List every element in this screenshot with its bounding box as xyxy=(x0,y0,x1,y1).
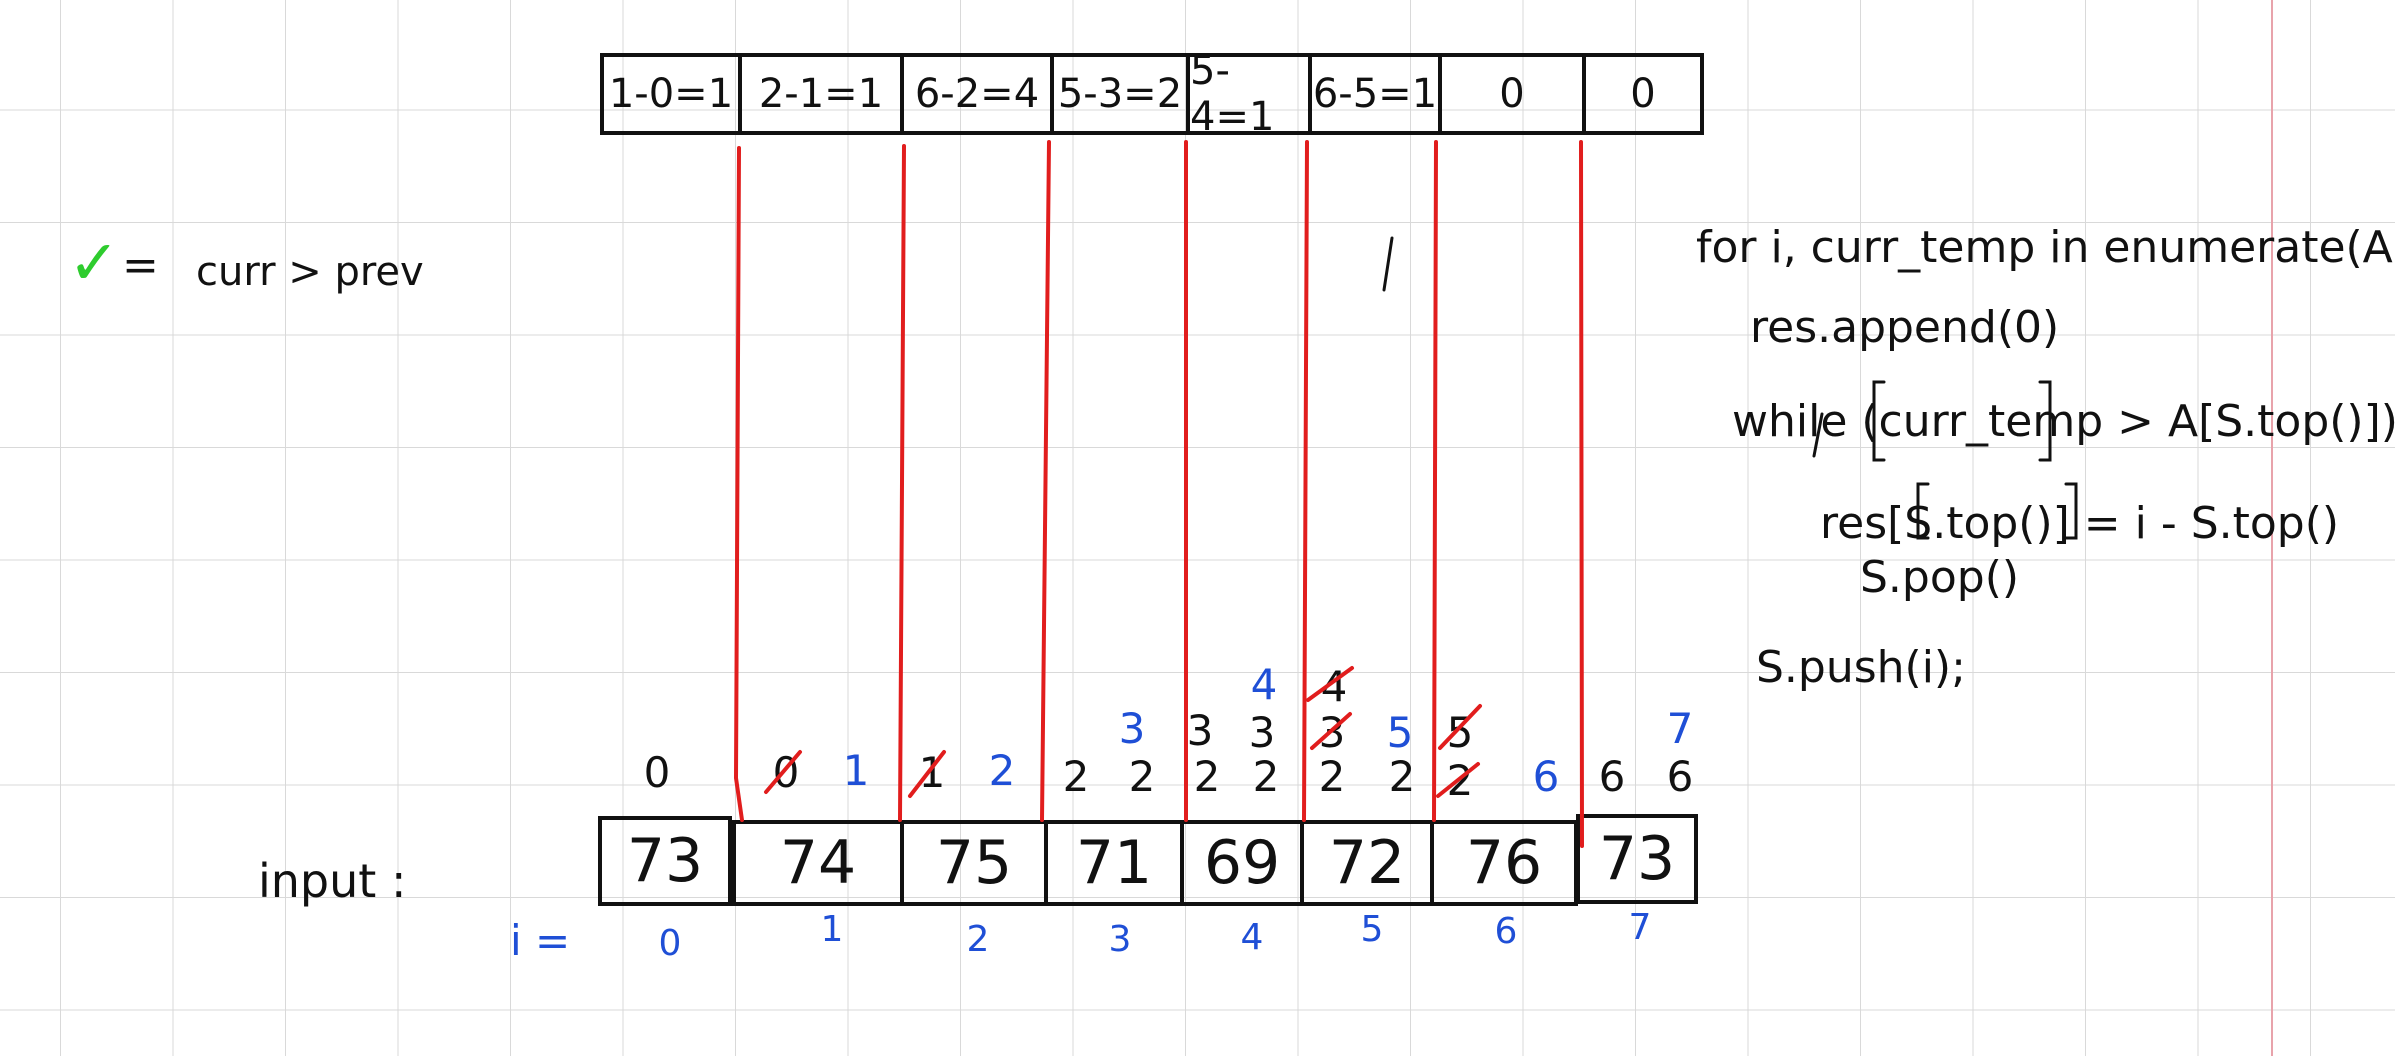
stack-mark: 1 xyxy=(842,746,870,795)
input-cell-text: 73 xyxy=(1598,824,1676,894)
stack-mark: 2 xyxy=(1252,752,1280,801)
legend-equals: = xyxy=(122,240,159,291)
input-cell: 75 xyxy=(900,820,1048,906)
input-cell: 73 xyxy=(598,816,732,906)
code-line: while (curr_temp > A[S.top()]): xyxy=(1732,396,2395,447)
connector-line xyxy=(1432,140,1438,822)
stack-mark: 3 xyxy=(1186,706,1214,755)
stack-mark: 3 xyxy=(1118,704,1146,753)
stack-mark: 2 xyxy=(1128,752,1156,801)
result-cell: 0 xyxy=(1438,53,1586,135)
result-cell: 1-0=1 xyxy=(600,53,742,135)
result-cell: 0 xyxy=(1582,53,1704,135)
result-cell: 5-4=1 xyxy=(1186,48,1312,140)
input-cell: 74 xyxy=(732,820,904,906)
input-cell-text: 75 xyxy=(935,828,1013,898)
stack-mark: 0 xyxy=(772,748,800,797)
stack-mark: 1 xyxy=(918,748,946,797)
result-cell: 2-1=1 xyxy=(738,53,904,135)
input-cell-text: 76 xyxy=(1465,828,1543,898)
stack-mark: 2 xyxy=(1446,756,1474,805)
stack-mark: 2 xyxy=(1062,752,1090,801)
index-number: 6 xyxy=(1494,911,1518,952)
connector-line xyxy=(1579,140,1584,848)
input-cell: 72 xyxy=(1300,820,1434,906)
stack-mark: 2 xyxy=(988,746,1016,795)
stack-mark: 5 xyxy=(1446,708,1474,757)
code-line: S.push(i); xyxy=(1756,642,1966,693)
input-label: input : xyxy=(258,854,407,908)
index-number: 2 xyxy=(966,919,990,960)
connector-line xyxy=(733,146,744,822)
stack-mark: 3 xyxy=(1318,708,1346,757)
index-number: 5 xyxy=(1360,909,1384,950)
input-cell: 71 xyxy=(1044,820,1184,906)
connector-line xyxy=(1040,140,1051,822)
index-number: 3 xyxy=(1108,919,1132,960)
stack-mark: 4 xyxy=(1250,660,1278,709)
result-cell-text: 0 xyxy=(1499,71,1525,117)
stack-mark: 4 xyxy=(1320,662,1348,711)
result-cell-text: 6-5=1 xyxy=(1312,71,1438,117)
connector-line xyxy=(898,144,906,822)
result-cell: 5-3=2 xyxy=(1050,53,1190,135)
code-line: res[S.top()] = i - S.top() xyxy=(1820,498,2340,549)
input-cell-text: 74 xyxy=(779,828,857,898)
index-number: 0 xyxy=(658,923,682,964)
page-margin-line xyxy=(2271,0,2273,1056)
result-cell-text: 2-1=1 xyxy=(758,71,884,117)
connector-line xyxy=(1302,140,1309,822)
code-line: for i, curr_temp in enumerate(A): xyxy=(1696,222,2395,273)
stack-mark: 2 xyxy=(1388,752,1416,801)
stack-mark: 7 xyxy=(1666,704,1694,753)
result-cell-text: 1-0=1 xyxy=(608,71,734,117)
index-label: i = xyxy=(510,916,571,965)
code-line: res.append(0) xyxy=(1750,302,2060,353)
stack-mark: 2 xyxy=(1193,752,1221,801)
stack-mark: 6 xyxy=(1598,752,1626,801)
stack-mark: 6 xyxy=(1532,752,1560,801)
stack-mark: 0 xyxy=(643,748,671,797)
input-cell: 69 xyxy=(1180,820,1304,906)
result-cell-text: 5-4=1 xyxy=(1190,48,1275,140)
legend-text: curr > prev xyxy=(196,249,424,295)
input-cell-text: 71 xyxy=(1075,828,1153,898)
index-number: 1 xyxy=(820,909,844,950)
stack-mark: 6 xyxy=(1666,752,1694,801)
code-brackets xyxy=(1382,236,2078,540)
result-cell-text: 6-2=4 xyxy=(914,71,1040,117)
result-cell-text: 5-3=2 xyxy=(1057,71,1183,117)
input-cell-text: 72 xyxy=(1328,828,1406,898)
index-number: 4 xyxy=(1240,917,1264,958)
result-cell-text: 0 xyxy=(1630,71,1656,117)
check-mark-icon: ✓ xyxy=(68,226,120,299)
bracket-mark xyxy=(1382,236,1394,292)
stack-mark: 5 xyxy=(1386,708,1414,757)
input-cell: 76 xyxy=(1430,820,1578,906)
input-cell: 73 xyxy=(1576,814,1698,904)
index-number: 7 xyxy=(1628,907,1652,948)
result-cell: 6-5=1 xyxy=(1308,53,1442,135)
stack-mark: 3 xyxy=(1248,708,1276,757)
input-cell-text: 69 xyxy=(1203,828,1281,898)
input-cell-text: 73 xyxy=(626,826,704,896)
result-cell: 6-2=4 xyxy=(900,53,1054,135)
code-line: S.pop() xyxy=(1860,552,2020,603)
stack-mark: 2 xyxy=(1318,752,1346,801)
